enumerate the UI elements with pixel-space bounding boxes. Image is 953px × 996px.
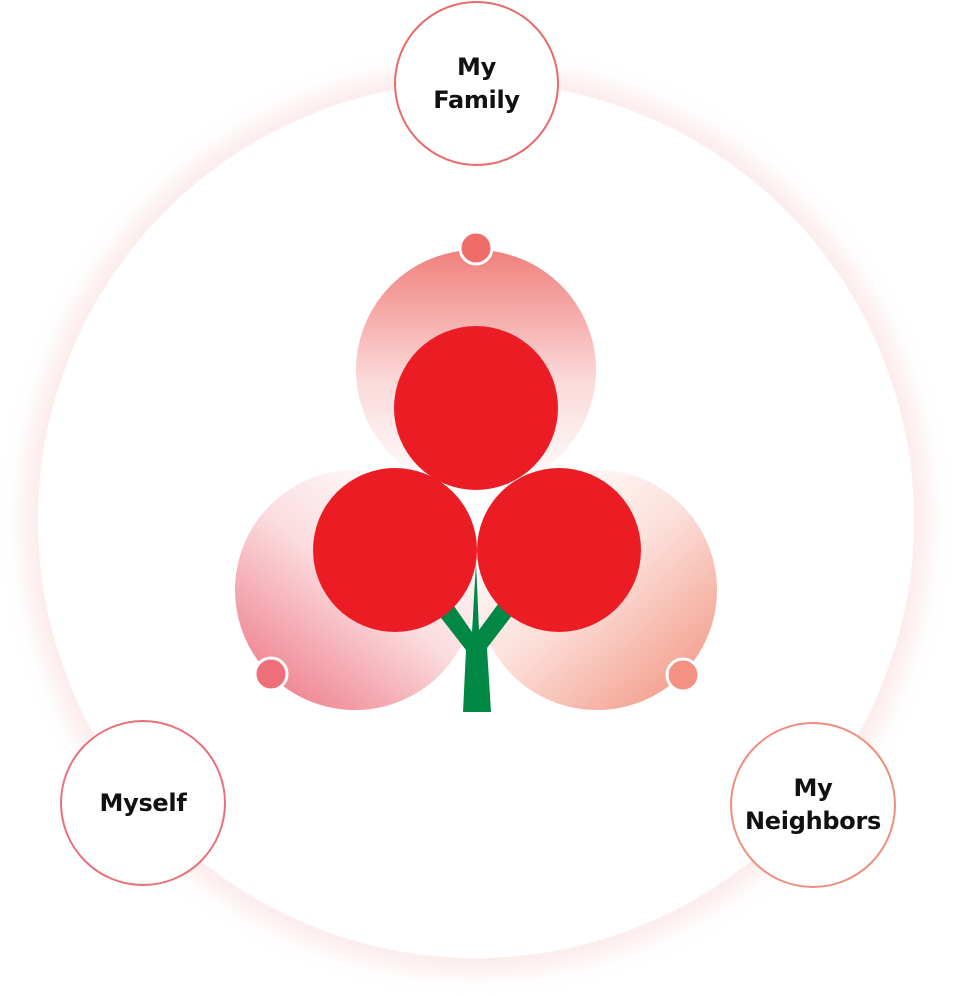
node-my-neighbors: My Neighbors [730, 722, 896, 888]
node-my-neighbors-label: My Neighbors [745, 774, 881, 835]
neighbors-dot [665, 657, 701, 693]
stem-icon [431, 562, 520, 712]
node-myself: Myself [60, 720, 226, 886]
family-dot [458, 230, 494, 266]
outer-ring [38, 82, 914, 958]
myself-dot [253, 656, 289, 692]
node-my-family-label: My Family [433, 52, 520, 114]
berry-top [394, 326, 558, 490]
berry-left [313, 468, 477, 632]
berry-right [477, 468, 641, 632]
node-my-family: My Family [394, 1, 559, 166]
node-myself-label: Myself [99, 788, 187, 817]
